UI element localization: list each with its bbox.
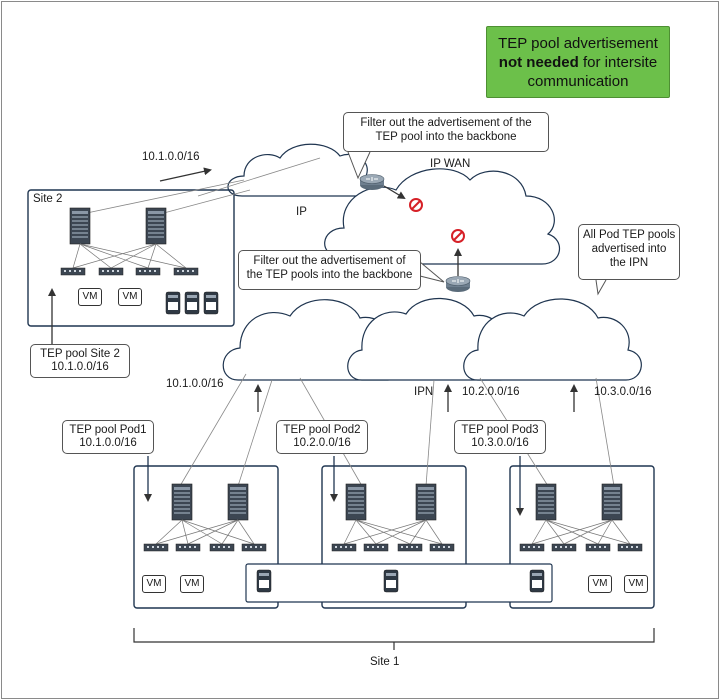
pod3-pool-line-1: TEP pool Pod3: [461, 424, 539, 436]
filter-top-line-1: Filter out the advertisement of the: [360, 117, 532, 129]
pod3-pool-callout: TEP pool Pod3 10.3.0.0/16: [454, 420, 546, 454]
filter-top-line-2: TEP pool into the backbone: [375, 131, 517, 143]
site2-spine-1: [69, 207, 91, 245]
ipn-label: IPN: [414, 386, 434, 398]
pod1-pool-line-2: 10.1.0.0/16: [79, 437, 137, 449]
pod2-pool-line-1: TEP pool Pod2: [283, 424, 361, 436]
pod3-box: [509, 465, 655, 609]
pod2-box: [321, 465, 467, 609]
filter-mid-line-1: Filter out the advertisement of: [253, 255, 406, 267]
ipwan-cloud: [324, 168, 560, 265]
note-line-1: TEP pool advertisement: [498, 35, 658, 52]
all-pod-line-3: the IPN: [609, 257, 649, 269]
note-line-3: communication: [527, 73, 629, 90]
vm-icon: VM: [78, 288, 102, 306]
note-bold: not needed: [498, 54, 579, 71]
subnet-pod1-label: 10.1.0.0/16: [166, 378, 224, 390]
site1-label: Site 1: [370, 656, 400, 668]
site1-bracket: [133, 628, 655, 650]
pod1-box: [133, 465, 279, 609]
all-pod-line-1: All Pod TEP pools: [583, 229, 676, 241]
subnet-pod2-label: 10.2.0.0/16: [462, 386, 520, 398]
all-pod-line-2: advertised into: [591, 243, 667, 255]
all-pod-callout: All Pod TEP pools advertised into the IP…: [578, 224, 680, 280]
ipn-cloud-3: [463, 298, 642, 381]
advertisement-note-box: TEP pool advertisement not needed for in…: [486, 26, 670, 98]
pod2-pool-callout: TEP pool Pod2 10.2.0.0/16: [276, 420, 368, 454]
pod2-pool-line-2: 10.2.0.0/16: [293, 437, 351, 449]
block-icon-1: [409, 198, 423, 212]
ip-wan-label: IP WAN: [430, 158, 471, 170]
filter-top-callout: Filter out the advertisement of the TEP …: [343, 112, 549, 152]
site2-label: Site 2: [33, 193, 63, 205]
vm-icon: VM: [588, 575, 612, 593]
ip-cloud-label: IP: [296, 206, 307, 218]
vm-icon: VM: [180, 575, 204, 593]
vm-icon: VM: [624, 575, 648, 593]
site2-pool-line-1: TEP pool Site 2: [40, 348, 120, 360]
pod1-pool-callout: TEP pool Pod1 10.1.0.0/16: [62, 420, 154, 454]
site2-pool-line-2: 10.1.0.0/16: [51, 361, 109, 373]
site2-spine-2: [145, 207, 167, 245]
arrow-subnet-top: [159, 167, 212, 182]
pod3-pool-line-2: 10.3.0.0/16: [471, 437, 529, 449]
subnet-pod3-label: 10.3.0.0/16: [594, 386, 652, 398]
pod1-pool-line-1: TEP pool Pod1: [69, 424, 147, 436]
block-icon-2: [451, 229, 465, 243]
note-line-2: not needed for intersite: [487, 53, 669, 72]
apic-cluster-box: [245, 563, 553, 603]
vm-icon: VM: [142, 575, 166, 593]
vm-icon: VM: [118, 288, 142, 306]
filter-mid-callout: Filter out the advertisement of the TEP …: [238, 250, 421, 290]
site2-box: [27, 189, 235, 327]
site2-pool-callout: TEP pool Site 2 10.1.0.0/16: [30, 344, 130, 378]
note-rest: for intersite: [578, 54, 658, 71]
router-ip-icon: [359, 174, 385, 191]
subnet-top-label: 10.1.0.0/16: [142, 151, 200, 163]
filter-mid-line-2: the TEP pools into the backbone: [246, 269, 413, 281]
router-ipn-icon: [445, 276, 471, 293]
